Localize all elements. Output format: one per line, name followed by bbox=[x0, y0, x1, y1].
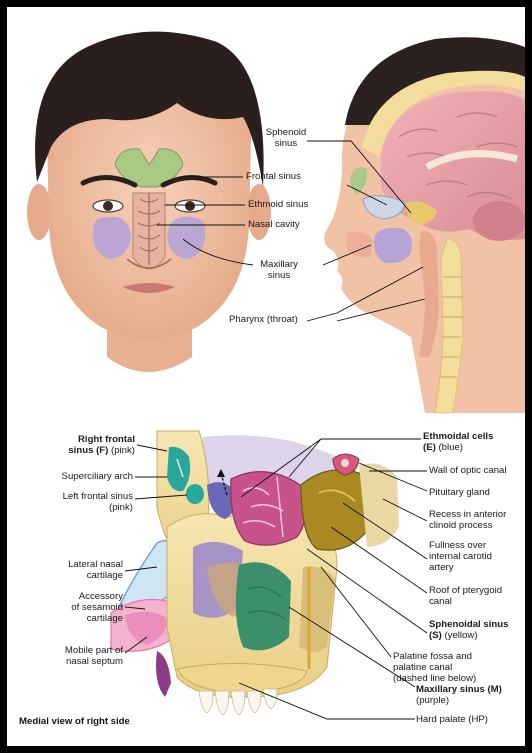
label-frontal-sinus: Frontal sinus bbox=[246, 171, 301, 182]
ethmoidal-cells-pink bbox=[231, 472, 306, 546]
label-maxillary-sinus: Maxillary sinus bbox=[249, 259, 309, 281]
side-maxillary bbox=[374, 228, 412, 263]
sphenoidal-sinus-shape bbox=[301, 470, 370, 550]
label-mobile-septum: Mobile part of nasal septum bbox=[15, 645, 123, 667]
label-ethmoidal-cells: Ethmoidal cells (E) (blue) bbox=[423, 431, 493, 453]
label-roof-pterygoid: Roof of pterygoid canal bbox=[429, 585, 502, 607]
palatine-fossa-shape bbox=[236, 562, 291, 650]
label-right-frontal-sinus: Right frontal sinus (F) (pink) bbox=[45, 434, 135, 456]
label-hard-palate: Hard palate (HP) bbox=[416, 714, 488, 725]
left-frontal-sinus-shape bbox=[186, 484, 204, 504]
label-palatine-fossa: Palatine fossa and palatine canal (dashe… bbox=[393, 651, 476, 684]
label-sphenoidal-sinus: Sphenoidal sinus (S) (yellow) bbox=[429, 619, 508, 641]
label-wall-optic-canal: Wall of optic canal bbox=[429, 465, 507, 476]
label-ethmoid-sinus: Ethmoid sinus bbox=[248, 199, 308, 210]
label-nasal-cavity: Nasal cavity bbox=[248, 219, 300, 230]
label-lateral-nasal-cartilage: Lateral nasal cartilage bbox=[15, 559, 123, 581]
label-maxillary-sinus-m: Maxillary sinus (M) (purple) bbox=[416, 684, 502, 706]
label-pituitary-gland: Pituitary gland bbox=[429, 487, 490, 498]
illustration-frame: Sphenoid sinus Frontal sinus Ethmoid sin… bbox=[7, 7, 525, 746]
right-ear bbox=[247, 184, 271, 240]
medial-diagram bbox=[111, 431, 399, 715]
teeth bbox=[199, 689, 277, 715]
left-ear bbox=[27, 184, 51, 240]
side-head bbox=[324, 37, 525, 413]
label-pharynx: Pharynx (throat) bbox=[229, 314, 298, 325]
caption-medial-view: Medial view of right side bbox=[19, 716, 130, 727]
label-sphenoid-sinus: Sphenoid sinus bbox=[260, 127, 312, 149]
label-fullness-carotid: Fullness over internal carotid artery bbox=[429, 540, 492, 573]
label-superciliary-arch: Superciliary arch bbox=[25, 471, 133, 482]
label-left-frontal-sinus: Left frontal sinus (pink) bbox=[25, 491, 133, 513]
label-accessory-sesamoid: Accessory of sesamoid cartilage bbox=[15, 591, 123, 624]
label-recess-clinoid: Recess in anterior clinoid process bbox=[429, 509, 506, 531]
